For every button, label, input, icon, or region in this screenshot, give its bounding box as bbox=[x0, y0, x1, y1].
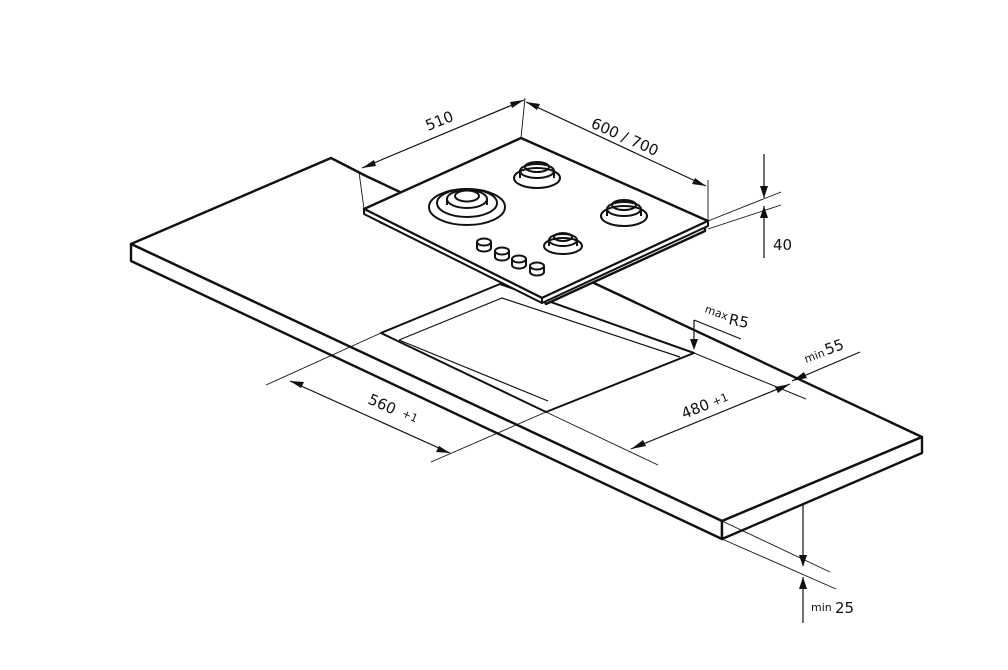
knob bbox=[529, 261, 545, 277]
knob bbox=[476, 237, 492, 253]
cutout-inner-wall bbox=[398, 297, 681, 358]
label-cutout-width: 560 bbox=[365, 390, 398, 418]
label-cutout-width-tol: +1 bbox=[400, 407, 420, 425]
label-edge-prefix: min bbox=[803, 346, 827, 365]
label-hob-width: 600 / 700 bbox=[588, 114, 661, 160]
control-knobs bbox=[476, 237, 545, 277]
dimension-worktop-thickness: min 25 bbox=[721, 505, 854, 623]
worktop-right-edge bbox=[720, 435, 924, 541]
hob-plate-edge-right bbox=[541, 220, 709, 304]
label-hob-height: 40 bbox=[773, 236, 792, 254]
wok-burner bbox=[428, 188, 506, 226]
right-burner bbox=[600, 199, 648, 227]
hob bbox=[362, 136, 710, 306]
label-edge-value: 55 bbox=[822, 335, 846, 358]
knob bbox=[511, 254, 527, 270]
dimension-cutout-depth: 480 +1 bbox=[545, 352, 807, 466]
label-radius-value: R5 bbox=[727, 310, 750, 332]
label-radius-prefix: max bbox=[703, 303, 730, 324]
label-thickness-value: 25 bbox=[835, 599, 854, 617]
dimension-40: 40 bbox=[707, 154, 792, 258]
rear-burner bbox=[513, 161, 561, 189]
label-thickness-prefix: min bbox=[811, 601, 832, 614]
knob bbox=[494, 246, 510, 262]
front-burner bbox=[543, 232, 583, 255]
cutout-inner-front bbox=[398, 339, 549, 402]
label-cutout-depth-tol: +1 bbox=[710, 391, 730, 409]
